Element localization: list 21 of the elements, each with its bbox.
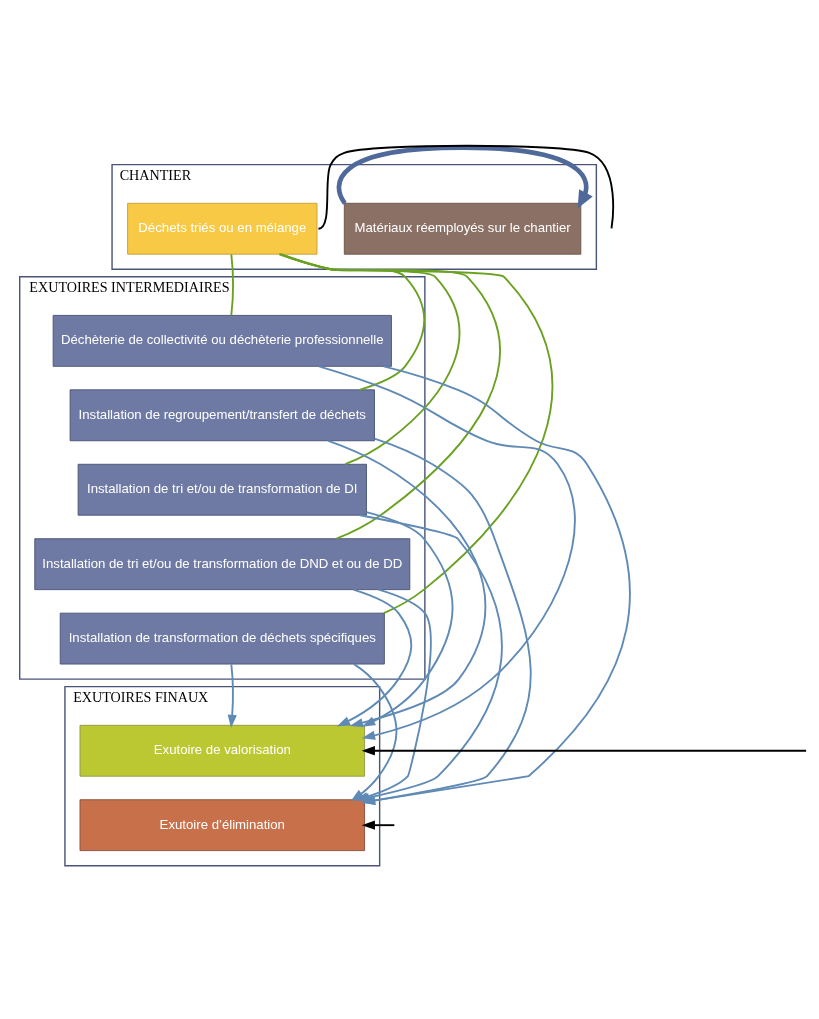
arrow — [361, 746, 808, 756]
node-box: Installation de tri et/ou de transformation de DI — [77, 463, 367, 516]
node-box: Déchèterie de collectivité ou déchèterie professionnelle — [52, 314, 392, 367]
arrow — [361, 820, 396, 830]
connector — [278, 253, 501, 540]
node-box: Installation de regroupement/transfert de déchets — [69, 389, 375, 442]
arrow — [336, 588, 413, 727]
node-box: Installation de tri et/ou de transformation de DND et ou de DD — [34, 538, 411, 591]
node-box: Exutoire de valorisation — [79, 724, 366, 777]
arrow — [327, 439, 486, 728]
connector — [278, 253, 554, 615]
arrow — [362, 511, 454, 727]
node-box: Matériaux réemployés sur le chantier — [343, 202, 582, 255]
arrow — [318, 365, 576, 740]
connector — [230, 253, 234, 317]
node-box: Déchets triés ou en mélange — [127, 202, 318, 255]
arrow — [336, 145, 593, 209]
node-box: Exutoire d’élimination — [79, 799, 366, 852]
arrow — [227, 663, 237, 728]
connector — [317, 144, 615, 230]
node-box: Installation de transformation de déchets spécifiques — [59, 612, 385, 665]
